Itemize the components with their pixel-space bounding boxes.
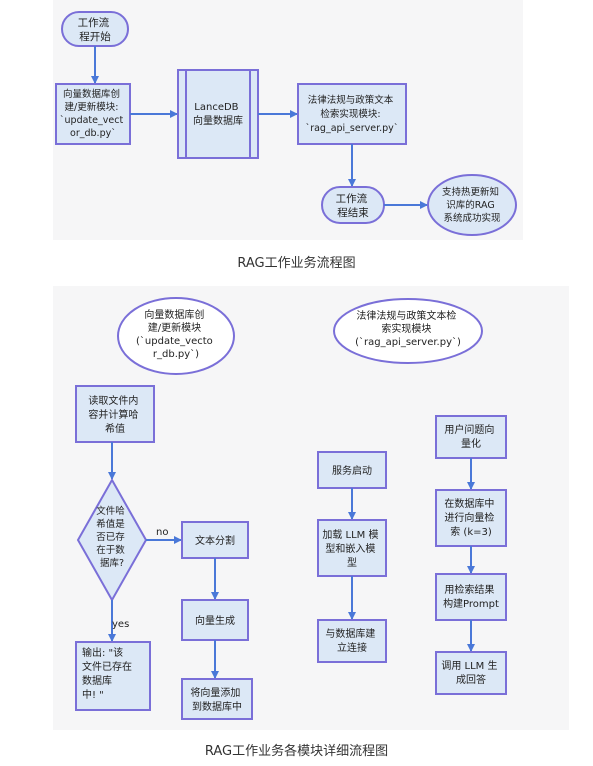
user-query-line-2: 量化 <box>461 437 481 450</box>
svg-text:法律法规与政策文本 检索实现模块:: 法律法规与政策文本 检索实现模块: `rag_api_server.py` <box>305 94 398 134</box>
output-node: 输出: "该 文件已存在 数据库 中! " <box>75 641 151 711</box>
build-prompt-line-1: 用检索结果 <box>444 583 494 596</box>
read-file-node: 读取文件内 容并计算哈 希值 <box>75 385 155 443</box>
svg-text:工作流 程结束: 工作流 程结束 <box>336 192 371 219</box>
retrieval-module-node: 法律法规与政策文本 检索实现模块: `rag_api_server.py` <box>297 83 407 145</box>
svg-text:将向量添加 到数据库中: 将向量添加 到数据库中 <box>190 686 243 713</box>
module-detail-diagram: 向量数据库创 建/更新模块 (`update_vecto r_db.py`) 法… <box>75 297 507 720</box>
retrieval-title-line-1: 法律法规与政策文本检 <box>356 309 456 322</box>
decision-line-2: 希值是 <box>96 518 125 530</box>
start-line-2: 程开始 <box>79 30 111 43</box>
create-module-line-2: 建/更新模块: <box>65 101 119 113</box>
svg-text:在数据库中 进行向量检 索 (k=3: 在数据库中 进行向量检 索 (k=3) <box>444 497 497 538</box>
vector-search-line-3: 索 (k=3) <box>450 525 492 538</box>
decision-line-4: 在于数 <box>96 544 125 556</box>
call-llm-line-1: 调用 LLM 生 <box>441 659 497 672</box>
lancedb-node: LanceDB 向量数据库 <box>177 69 259 159</box>
decision-line-5: 据库? <box>100 557 124 569</box>
vector-search-line-1: 在数据库中 <box>444 497 494 510</box>
svg-text:读取文件内 容并计算哈 希值: 读取文件内 容并计算哈 希值 <box>88 394 141 435</box>
create-module-line-4: or_db.py` <box>70 128 116 139</box>
vector-gen-label: 向量生成 <box>195 614 235 627</box>
no-label: no <box>156 527 168 538</box>
end-node: 工作流 程结束 <box>321 186 385 224</box>
svg-text:向量数据库创 建/更新模块 (`up: 向量数据库创 建/更新模块 (`update_vecto r_db.py`) <box>136 308 216 360</box>
text-split-label: 文本分割 <box>195 534 235 547</box>
read-file-line-2: 容并计算哈 <box>88 408 138 421</box>
start-node: 工作流 程开始 <box>61 11 129 47</box>
retrieval-title-line-2: 索实现模块 <box>381 322 431 335</box>
success-node: 支持热更新知 识库的RAG 系统成功实现 <box>427 174 517 236</box>
call-llm-node: 调用 LLM 生 成回答 <box>435 651 507 695</box>
svg-text:LanceDB 向量数据库: LanceDB 向量数据库 <box>193 102 243 127</box>
svg-text:用户问题向 量化: 用户问题向 量化 <box>444 423 497 450</box>
build-prompt-line-2: 构建Prompt <box>443 597 499 610</box>
user-query-line-1: 用户问题向 <box>444 423 494 436</box>
add-vectors-line-1: 将向量添加 <box>190 686 240 699</box>
retrieval-module-line-1: 法律法规与政策文本 <box>308 94 394 106</box>
lancedb-line-1: LanceDB <box>194 102 238 113</box>
service-start-node: 服务启动 <box>317 451 387 489</box>
user-query-node: 用户问题向 量化 <box>435 415 507 459</box>
workflow-diagram: 工作流 程开始 向量数据库创 建/更新模块: `update_vect or_d… <box>55 11 517 236</box>
create-module-node: 向量数据库创 建/更新模块: `update_vect or_db.py` <box>55 83 131 145</box>
connect-db-line-2: 立连接 <box>337 641 367 654</box>
decision-node: 文件哈 希值是 否已存 在于数 据库? <box>76 477 148 603</box>
svg-text:文件哈 希值是 否已存: 文件哈 希值是 否已存 在于数 据库? <box>96 505 128 569</box>
text-split-node: 文本分割 <box>181 521 249 559</box>
add-vectors-line-2: 到数据库中 <box>192 700 242 713</box>
svg-text:向量数据库创 建/更新模块: `up: 向量数据库创 建/更新模块: `update_vect or_db.py` <box>60 88 126 139</box>
output-line-2: 文件已存在 <box>82 660 132 673</box>
end-line-2: 程结束 <box>337 206 369 219</box>
decision-line-1: 文件哈 <box>96 505 125 517</box>
read-file-line-1: 读取文件内 <box>88 394 138 407</box>
retrieval-module-title: 法律法规与政策文本检 索实现模块 (`rag_api_server.py`) <box>333 298 483 364</box>
connect-db-node: 与数据库建 立连接 <box>317 619 387 663</box>
end-line-1: 工作流 <box>336 192 368 205</box>
vector-search-line-2: 进行向量检 <box>444 511 494 524</box>
add-vectors-node: 将向量添加 到数据库中 <box>181 678 253 720</box>
success-line-3: 系统成功实现 <box>443 212 501 224</box>
success-line-2: 识库的RAG <box>446 199 494 211</box>
retrieval-module-line-2: 检索实现模块: <box>320 108 380 120</box>
output-line-1: 输出: "该 <box>82 646 123 659</box>
call-llm-line-2: 成回答 <box>456 673 486 686</box>
success-line-1: 支持热更新知 <box>442 186 499 198</box>
start-line-1: 工作流 <box>78 16 110 29</box>
create-module-line-3: `update_vect <box>60 115 124 126</box>
svg-text:调用 LLM 生 成回答: 调用 LLM 生 成回答 <box>441 659 500 686</box>
load-models-line-3: 型 <box>347 556 357 569</box>
vector-search-node: 在数据库中 进行向量检 索 (k=3) <box>435 489 507 547</box>
create-title-line-4: r_db.py`) <box>153 348 199 360</box>
diagram2-caption: RAG工作业务各模块详细流程图 <box>204 744 389 759</box>
svg-text:用检索结果 构建Prompt: 用检索结果 构建Prompt <box>443 583 499 610</box>
retrieval-module-line-3: `rag_api_server.py` <box>305 123 398 134</box>
read-file-line-3: 希值 <box>105 422 125 435</box>
create-title-line-1: 向量数据库创 <box>144 308 204 321</box>
svg-text:与数据库建 立连接: 与数据库建 立连接 <box>325 627 378 654</box>
svg-text:支持热更新知 识库的RAG 系统成功: 支持热更新知 识库的RAG 系统成功实现 <box>442 186 502 224</box>
decision-line-3: 否已存 <box>96 531 125 543</box>
svg-text:加载 LLM 模 型和嵌入模 型: 加载 LLM 模 型和嵌入模 型 <box>322 529 381 569</box>
output-line-4: 中! " <box>82 688 104 701</box>
service-start-label: 服务启动 <box>332 464 372 477</box>
load-models-line-1: 加载 LLM 模 <box>322 529 378 541</box>
svg-text:输出: "该 文件已存在 数据库: 输出: "该 文件已存在 数据库 中! " <box>82 646 135 701</box>
svg-text:法律法规与政策文本检 索实现模块 (: 法律法规与政策文本检 索实现模块 (`rag_api_server.py`) <box>355 309 461 348</box>
create-title-line-3: (`update_vecto <box>136 335 213 347</box>
load-models-line-2: 型和嵌入模 <box>325 542 375 555</box>
create-title-line-2: 建/更新模块 <box>148 321 201 334</box>
create-module-title: 向量数据库创 建/更新模块 (`update_vecto r_db.py`) <box>117 297 235 375</box>
output-line-3: 数据库 <box>82 674 112 687</box>
create-module-line-1: 向量数据库创 <box>63 88 120 100</box>
build-prompt-node: 用检索结果 构建Prompt <box>435 573 507 621</box>
load-models-node: 加载 LLM 模 型和嵌入模 型 <box>317 519 387 577</box>
retrieval-title-line-3: (`rag_api_server.py`) <box>355 336 461 348</box>
vector-gen-node: 向量生成 <box>181 599 249 641</box>
svg-text:工作流 程开始: 工作流 程开始 <box>78 16 113 43</box>
connect-db-line-1: 与数据库建 <box>325 627 375 640</box>
lancedb-line-2: 向量数据库 <box>193 114 243 127</box>
yes-label: yes <box>112 619 129 630</box>
diagram1-caption: RAG工作业务流程图 <box>237 256 356 271</box>
